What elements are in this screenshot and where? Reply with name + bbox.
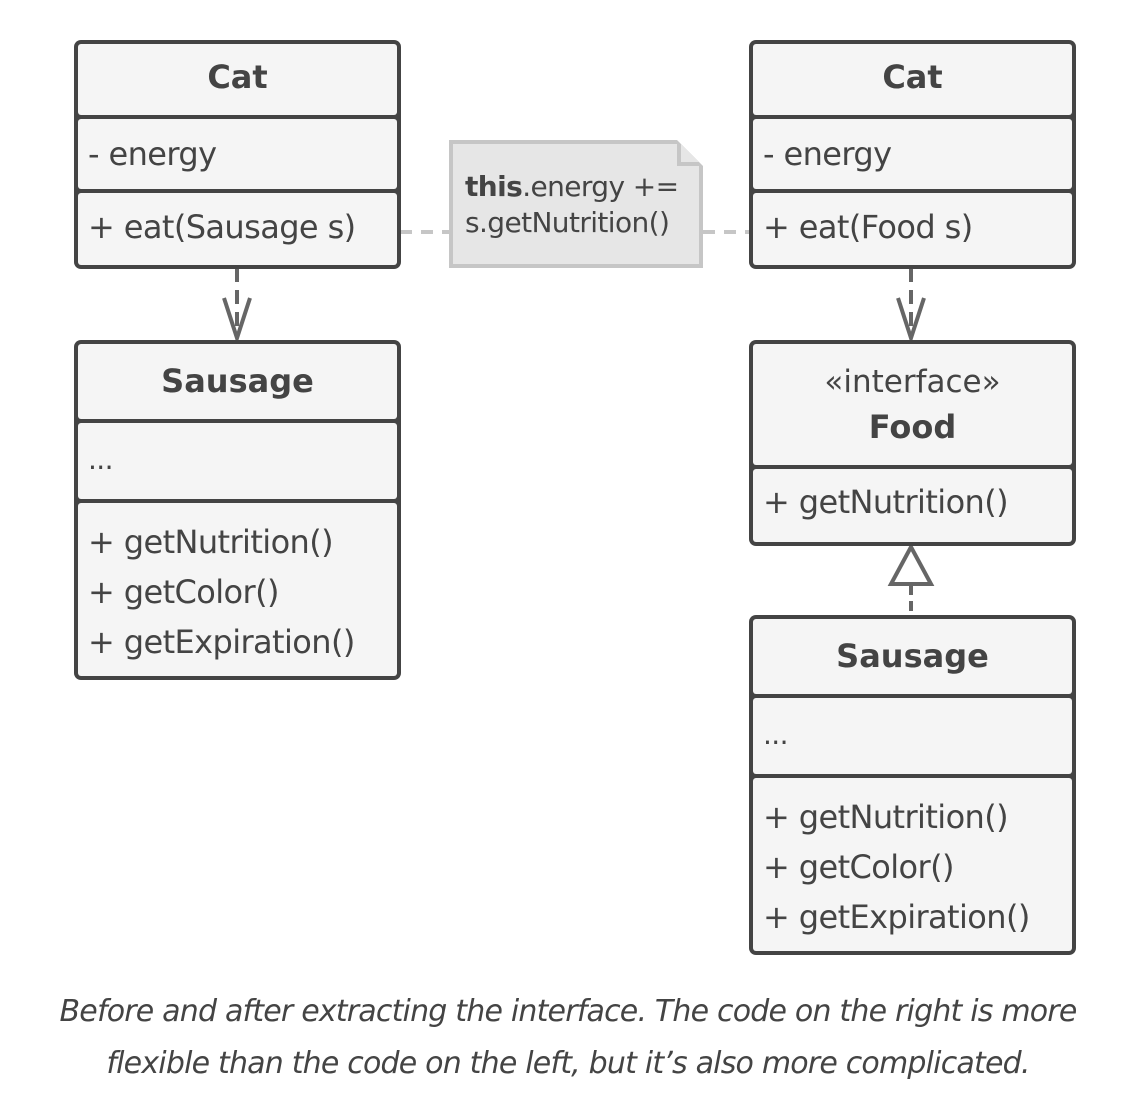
caption-line-2: flexible than the code on the left, but … bbox=[106, 1046, 1030, 1081]
methods-section: + eat(Food s) bbox=[753, 193, 1072, 265]
field-item: - energy bbox=[763, 135, 892, 173]
realization-arrow bbox=[887, 542, 935, 616]
interface-title: Food bbox=[868, 408, 957, 446]
dependency-arrow-left bbox=[222, 268, 252, 345]
methods-section: + getNutrition() + getColor() + getExpir… bbox=[78, 503, 397, 676]
class-title: Sausage bbox=[836, 637, 989, 675]
methods-section: + getNutrition() + getColor() + getExpir… bbox=[753, 778, 1072, 951]
method-item: + getNutrition() bbox=[763, 483, 1009, 521]
fields-section: ... bbox=[753, 698, 1072, 774]
methods-section: + getNutrition() bbox=[753, 469, 1072, 542]
method-item: + getExpiration() bbox=[88, 623, 355, 661]
method-item: + getNutrition() bbox=[88, 523, 334, 561]
field-item: - energy bbox=[88, 135, 217, 173]
caption-line-1: Before and after extracting the interfac… bbox=[59, 994, 1078, 1029]
methods-section: + eat(Sausage s) bbox=[78, 193, 397, 265]
method-item: + getColor() bbox=[88, 573, 279, 611]
class-header: Sausage bbox=[753, 619, 1072, 694]
note-line-2: s.getNutrition() bbox=[465, 206, 670, 239]
food-interface: «interface» Food + getNutrition() bbox=[749, 340, 1076, 546]
field-item: ... bbox=[763, 718, 789, 751]
left-cat-class: Cat - energy + eat(Sausage s) bbox=[74, 40, 401, 269]
right-cat-class: Cat - energy + eat(Food s) bbox=[749, 40, 1076, 269]
fields-section: - energy bbox=[753, 119, 1072, 189]
dependency-arrow-right bbox=[896, 268, 926, 345]
interface-header: «interface» Food bbox=[753, 344, 1072, 465]
method-item: + getNutrition() bbox=[763, 798, 1009, 836]
class-title: Sausage bbox=[161, 362, 314, 400]
note-fold-corner bbox=[677, 140, 703, 166]
method-item: + eat(Food s) bbox=[763, 208, 973, 246]
method-item: + getExpiration() bbox=[763, 898, 1030, 936]
note-line-1-rest: .energy += bbox=[522, 170, 679, 203]
class-title: Cat bbox=[207, 58, 268, 96]
class-header: Cat bbox=[78, 44, 397, 115]
method-item: + eat(Sausage s) bbox=[88, 208, 356, 246]
note-keyword: this bbox=[465, 170, 523, 203]
interface-stereotype: «interface» bbox=[824, 364, 1001, 400]
fields-section: - energy bbox=[78, 119, 397, 189]
class-title: Cat bbox=[882, 58, 943, 96]
left-sausage-class: Sausage ... + getNutrition() + getColor(… bbox=[74, 340, 401, 680]
field-item: ... bbox=[88, 443, 114, 476]
right-sausage-class: Sausage ... + getNutrition() + getColor(… bbox=[749, 615, 1076, 955]
note-line-1: this.energy += bbox=[465, 170, 679, 203]
code-note: this.energy += s.getNutrition() bbox=[449, 140, 703, 268]
class-header: Cat bbox=[753, 44, 1072, 115]
class-header: Sausage bbox=[78, 344, 397, 419]
fields-section: ... bbox=[78, 423, 397, 499]
method-item: + getColor() bbox=[763, 848, 954, 886]
